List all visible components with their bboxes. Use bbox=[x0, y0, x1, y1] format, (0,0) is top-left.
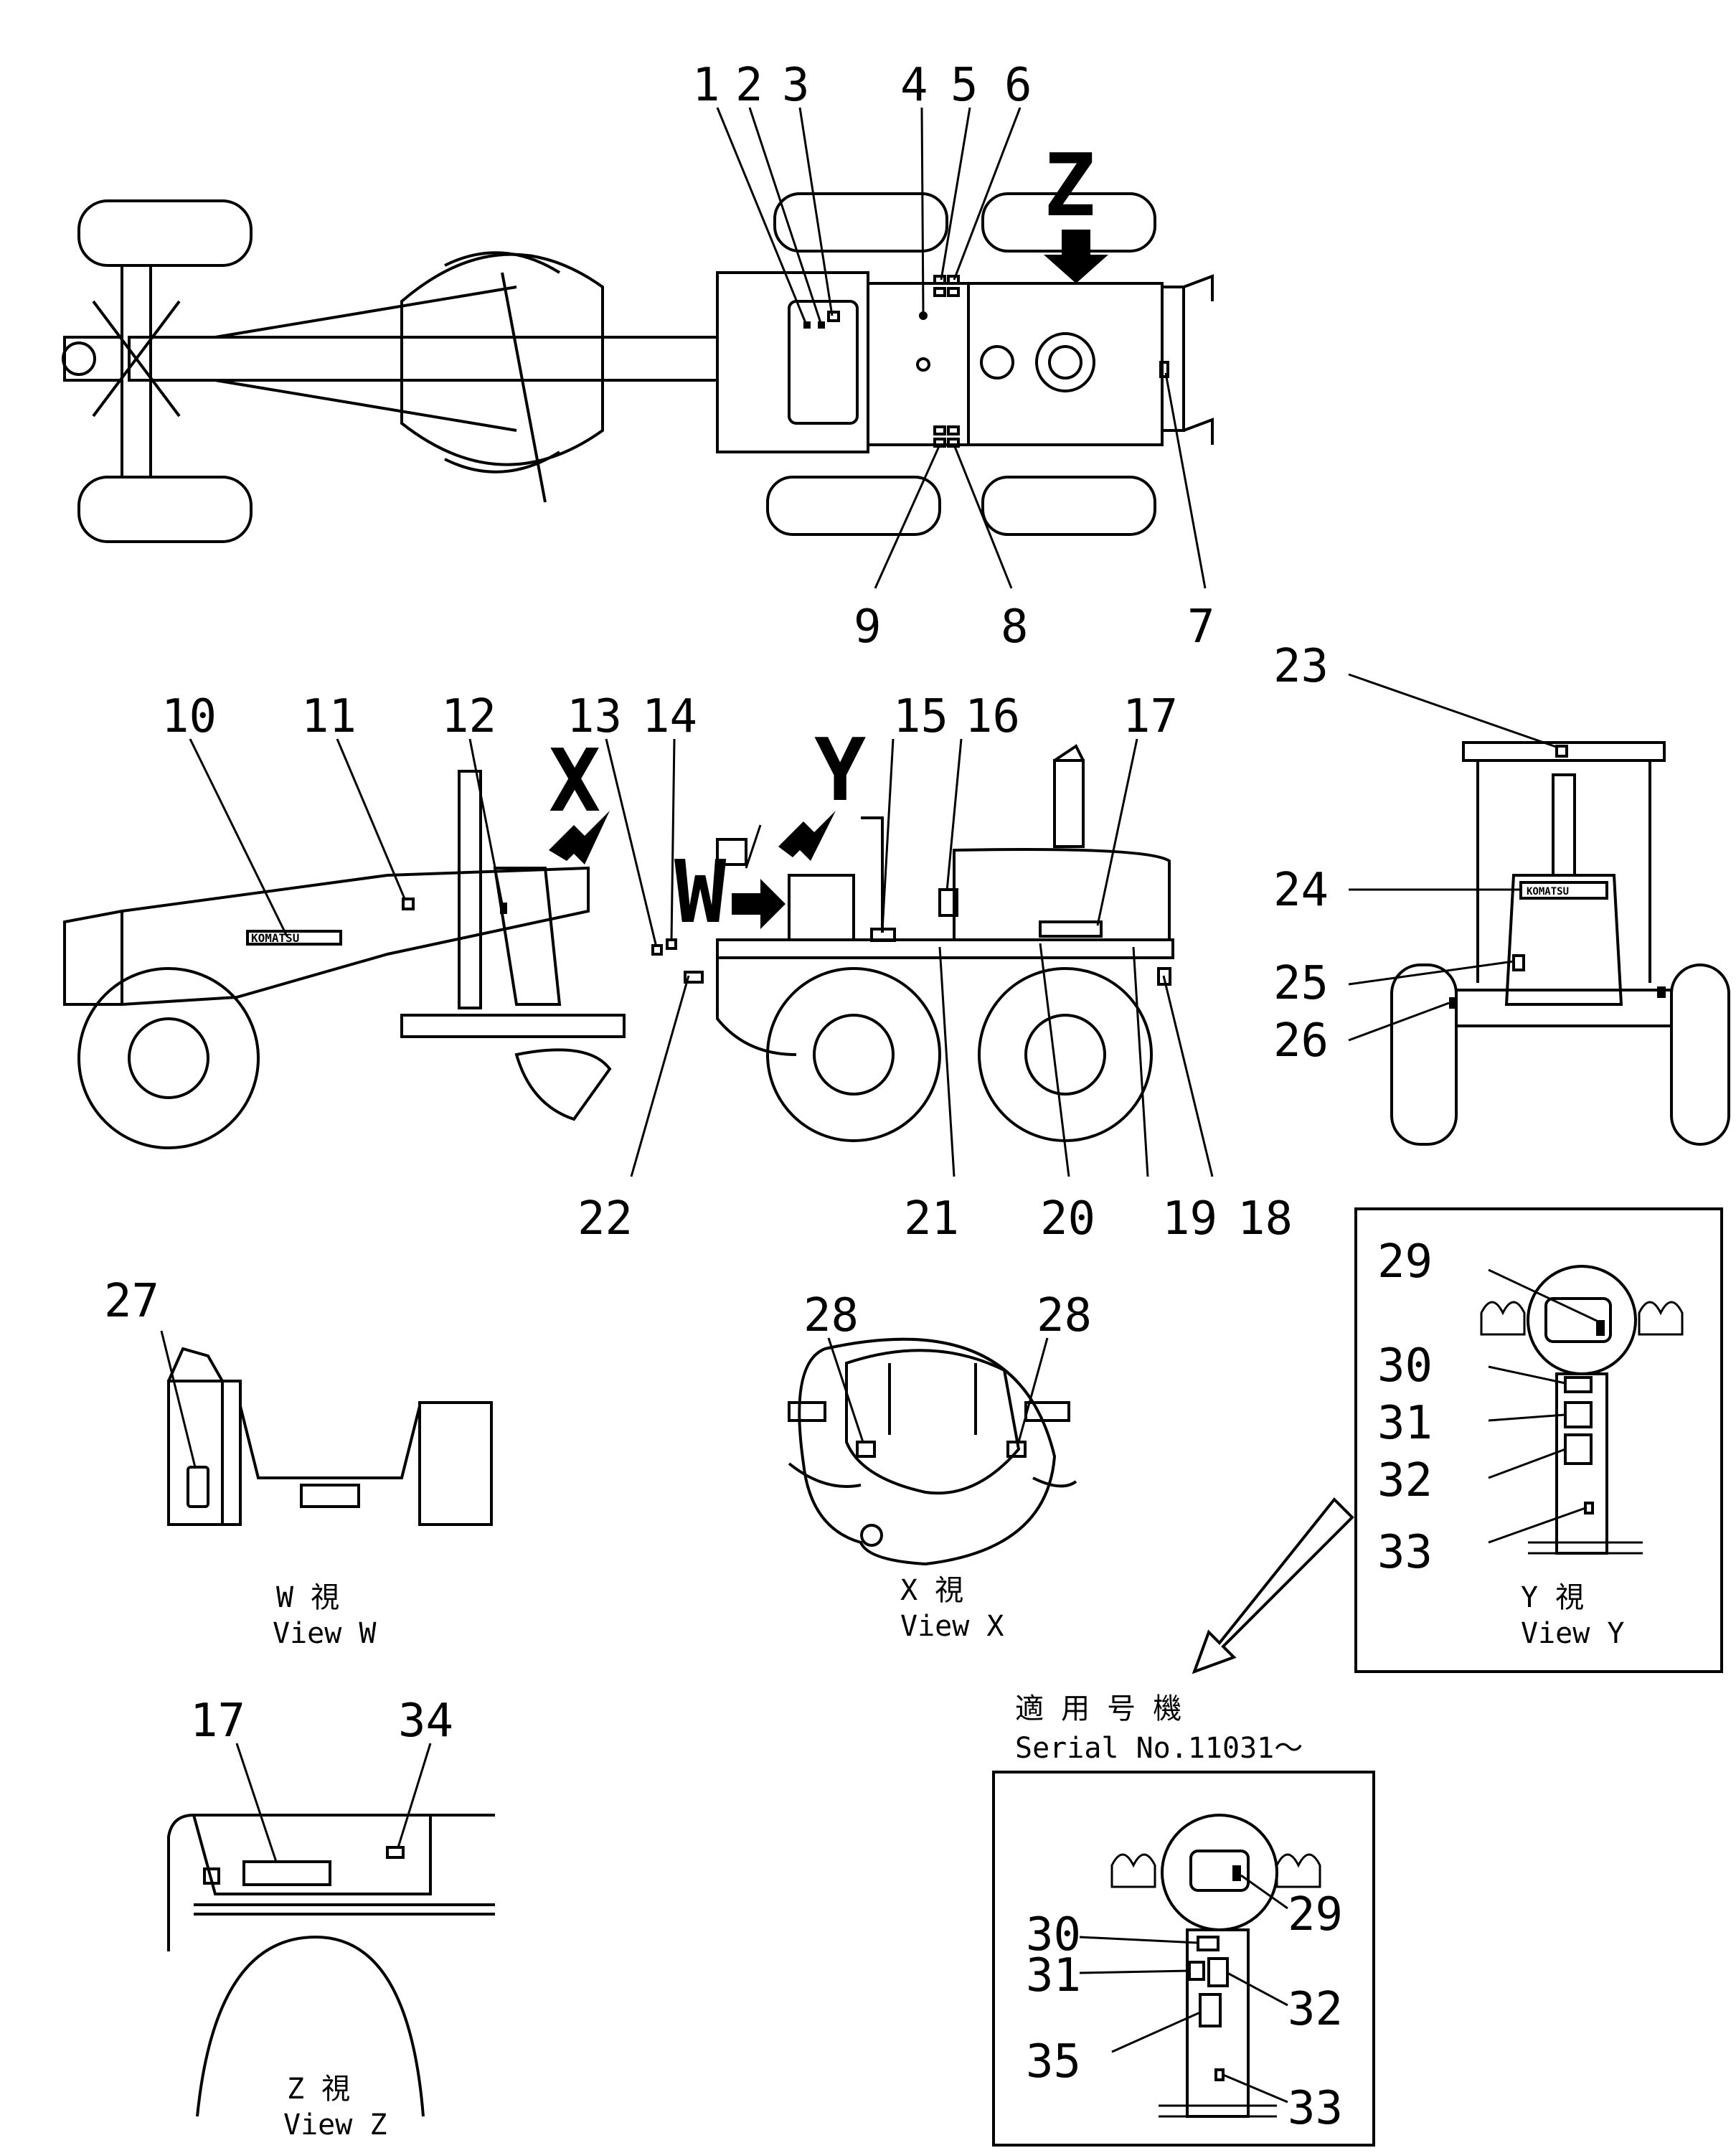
view-y-detail: 29 30 31 32 33 Y 視 View Y bbox=[1354, 1207, 1723, 1673]
view-x-caption-jp: X 視 bbox=[900, 1574, 963, 1607]
callout-29-serial: 29 bbox=[1288, 1888, 1343, 1941]
view-y-caption-en: View Y bbox=[1521, 1617, 1625, 1650]
rear-logo: KOMATSU bbox=[1527, 886, 1569, 898]
view-w-caption-jp: W 視 bbox=[276, 1581, 339, 1614]
view-w-letter: W bbox=[674, 843, 727, 943]
side-view-grader: KOMATSU bbox=[63, 744, 1174, 1149]
callout-28-right: 28 bbox=[1037, 1289, 1092, 1342]
callout-8: 8 bbox=[1001, 600, 1029, 654]
callout-14: 14 bbox=[642, 690, 697, 743]
side-view-callouts: 10 11 12 13 14 15 16 17 18 19 20 21 22 bbox=[161, 690, 1293, 1245]
rear-view-grader: KOMATSU bbox=[1390, 741, 1730, 1146]
callout-35: 35 bbox=[1026, 2035, 1081, 2088]
callout-19: 19 bbox=[1162, 1192, 1217, 1245]
callout-2: 2 bbox=[735, 59, 763, 112]
callout-1: 1 bbox=[692, 59, 720, 112]
callout-17-view-z: 17 bbox=[190, 1695, 245, 1748]
top-view-callouts: 1 2 3 4 5 6 7 8 9 bbox=[692, 59, 1215, 654]
callout-30-serial: 30 bbox=[1026, 1908, 1081, 1961]
view-x-detail: 28 28 X 視 View X bbox=[788, 1289, 1092, 1643]
callout-32: 32 bbox=[1377, 1454, 1433, 1507]
callout-27: 27 bbox=[104, 1275, 159, 1328]
callout-33: 33 bbox=[1377, 1526, 1433, 1579]
callout-33-serial: 33 bbox=[1288, 2082, 1343, 2135]
view-y-caption-jp: Y 視 bbox=[1521, 1581, 1584, 1614]
callout-26: 26 bbox=[1273, 1014, 1329, 1068]
view-w-detail: 27 W 視 View W bbox=[104, 1275, 493, 1650]
view-z-detail: 17 34 Z 視 View Z bbox=[167, 1695, 495, 2142]
callout-31: 31 bbox=[1377, 1397, 1433, 1450]
view-y-letter: Y bbox=[814, 721, 866, 821]
top-view-grader bbox=[62, 192, 1214, 543]
callout-20: 20 bbox=[1040, 1192, 1095, 1245]
callout-17: 17 bbox=[1123, 690, 1178, 743]
side-logo: KOMATSU bbox=[251, 931, 299, 945]
callout-29: 29 bbox=[1377, 1235, 1433, 1288]
callout-12: 12 bbox=[441, 690, 496, 743]
callout-6: 6 bbox=[1004, 59, 1032, 112]
callout-9: 9 bbox=[854, 600, 882, 654]
callout-25: 25 bbox=[1273, 957, 1329, 1010]
callout-18: 18 bbox=[1237, 1192, 1293, 1245]
callout-16: 16 bbox=[965, 690, 1020, 743]
callout-7: 7 bbox=[1187, 600, 1215, 654]
callout-23: 23 bbox=[1273, 640, 1329, 693]
callout-5: 5 bbox=[950, 59, 978, 112]
view-x-caption-en: View X bbox=[900, 1610, 1004, 1643]
serial-pointer-arrow bbox=[1192, 1497, 1354, 1674]
callout-10: 10 bbox=[161, 690, 217, 743]
view-w-caption-en: View W bbox=[273, 1617, 377, 1650]
rear-view-callouts: 23 24 25 26 bbox=[1273, 640, 1559, 1068]
callout-3: 3 bbox=[782, 59, 810, 112]
callout-4: 4 bbox=[900, 59, 928, 112]
view-x-letter: X bbox=[549, 732, 600, 831]
callout-30: 30 bbox=[1377, 1339, 1433, 1393]
view-z-caption-jp: Z 視 bbox=[287, 2073, 350, 2106]
callout-32-serial: 32 bbox=[1288, 1983, 1343, 2036]
callout-15: 15 bbox=[893, 690, 948, 743]
serial-variant-detail: 適 用 号 機 Serial No.11031〜 30 31 29 32 35 … bbox=[992, 1692, 1375, 2147]
callout-21: 21 bbox=[904, 1192, 959, 1245]
view-z-letter: Z bbox=[1044, 136, 1095, 236]
callout-22: 22 bbox=[577, 1192, 633, 1245]
view-z-arrow: Z bbox=[1044, 136, 1108, 283]
callout-28-left: 28 bbox=[803, 1289, 859, 1342]
callout-13: 13 bbox=[567, 690, 622, 743]
callout-34: 34 bbox=[398, 1695, 453, 1748]
callout-31-serial: 31 bbox=[1026, 1949, 1081, 2002]
view-z-caption-en: View Z bbox=[283, 2109, 387, 2142]
serial-caption-en: Serial No.11031〜 bbox=[1015, 1732, 1303, 1765]
view-arrows: X Y W bbox=[549, 721, 866, 943]
callout-11: 11 bbox=[301, 690, 357, 743]
callout-24: 24 bbox=[1273, 864, 1329, 917]
serial-caption-jp: 適 用 号 機 bbox=[1015, 1692, 1181, 1725]
